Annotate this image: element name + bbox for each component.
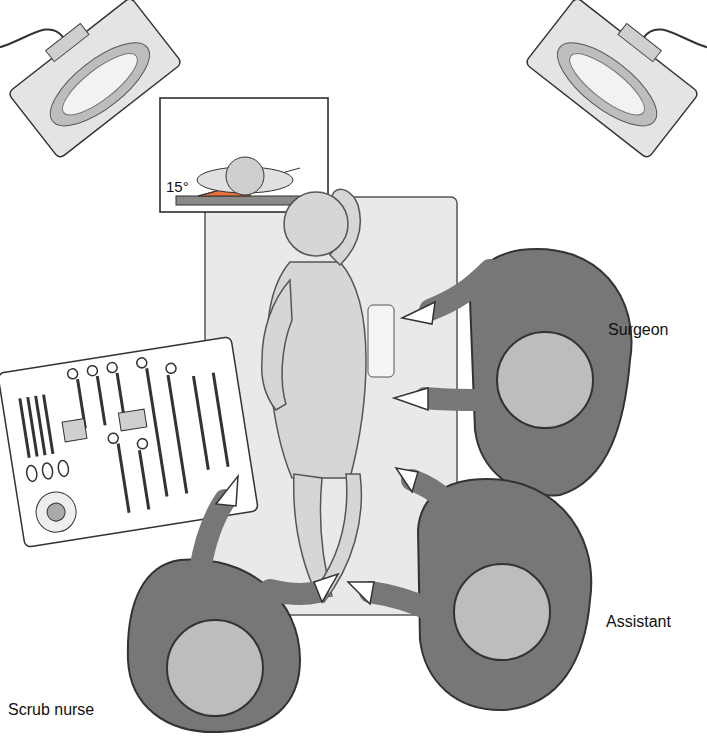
- surgeon-figure: [394, 249, 632, 496]
- inset-body: [226, 157, 264, 195]
- child-patient: [262, 189, 366, 602]
- operating-light: [525, 0, 707, 159]
- operating-light: [0, 0, 182, 159]
- assistant-figure: [348, 468, 591, 710]
- role-label: Assistant: [606, 612, 671, 631]
- scrub-nurse-figure: [128, 476, 338, 732]
- angle-label: 15°: [166, 178, 189, 196]
- role-label: Surgeon: [608, 320, 669, 339]
- positioning-pad: [368, 305, 394, 377]
- role-label: Scrub nurse: [8, 700, 94, 719]
